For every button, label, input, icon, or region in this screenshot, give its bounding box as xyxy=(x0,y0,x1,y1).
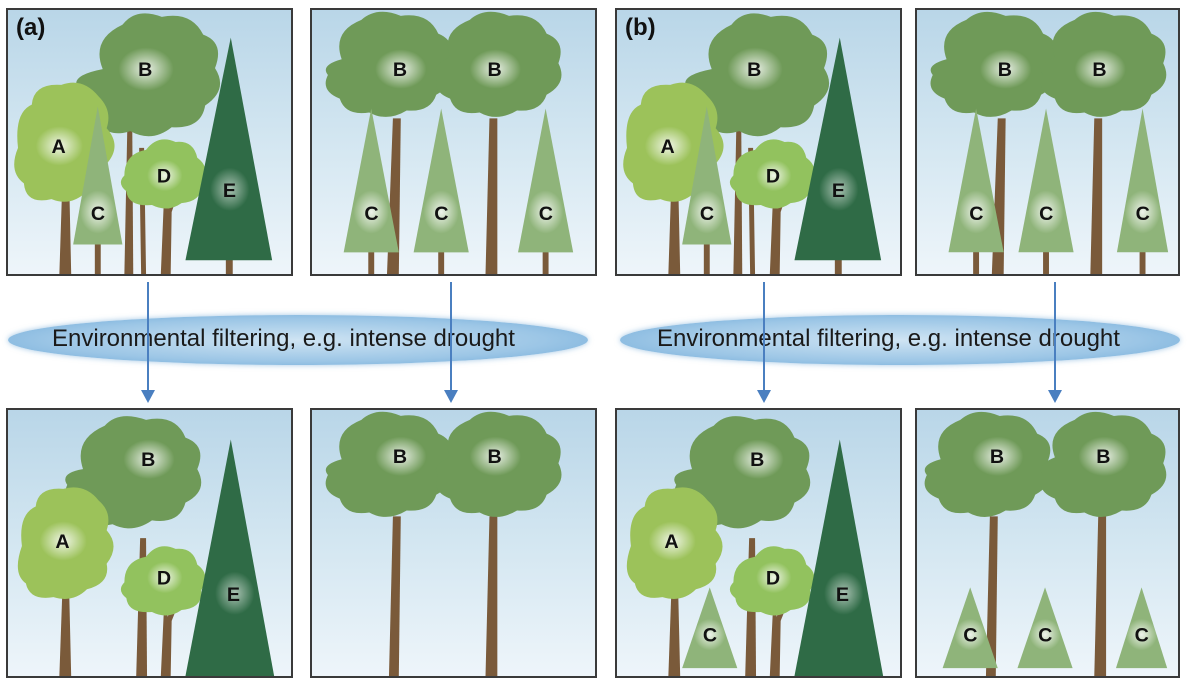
tree-b: B xyxy=(76,13,221,274)
filter-caption-b: Environmental filtering, e.g. intense dr… xyxy=(657,325,1120,352)
tree-c: C xyxy=(942,587,998,669)
species-label: A xyxy=(660,136,674,158)
tree-c: C xyxy=(413,108,469,274)
panel-b-after-similar: B B C C C xyxy=(915,408,1180,678)
species-label: C xyxy=(91,203,105,225)
arrow-down xyxy=(754,282,774,404)
species-label: B xyxy=(1092,59,1106,81)
panel-a-before-similar: B B C C C xyxy=(310,8,597,276)
species-label: C xyxy=(700,203,714,225)
species-label: D xyxy=(766,567,780,589)
tree-c: C xyxy=(1018,108,1074,274)
species-label: B xyxy=(487,59,501,81)
species-label: D xyxy=(157,567,171,589)
species-label: C xyxy=(969,203,983,225)
tree-c: C xyxy=(343,108,399,274)
tree-c: C xyxy=(73,106,123,274)
tree-e: E xyxy=(185,439,275,676)
panel-b-after-diverse: B A C D E xyxy=(615,408,902,678)
panel-label-a: (a) xyxy=(16,14,46,41)
tree-c: C xyxy=(682,587,738,669)
species-label: B xyxy=(990,446,1004,468)
tree-b: B xyxy=(325,411,452,676)
panel-a-before-diverse: (a) B A C D xyxy=(6,8,293,276)
species-label: B xyxy=(487,446,501,468)
species-label: A xyxy=(55,531,69,553)
species-label: C xyxy=(963,624,977,646)
filter-caption-a: Environmental filtering, e.g. intense dr… xyxy=(52,325,515,352)
tree-b: B xyxy=(1040,11,1167,274)
filter-banner-a xyxy=(8,315,588,365)
species-label: C xyxy=(364,203,378,225)
species-label: C xyxy=(434,203,448,225)
panel-b-before-similar: B B C C C xyxy=(915,8,1180,276)
species-label: C xyxy=(703,625,717,647)
species-label: E xyxy=(227,584,240,606)
tree-d: D xyxy=(729,546,815,676)
tree-c: C xyxy=(1017,587,1073,669)
tree-a: A xyxy=(626,487,723,676)
tree-b: B xyxy=(435,11,562,274)
tree-d: D xyxy=(120,139,206,274)
tree-c: C xyxy=(682,106,732,274)
arrow-down xyxy=(1045,282,1065,404)
species-label: B xyxy=(138,59,152,81)
species-label: C xyxy=(1136,203,1150,225)
tree-b: B xyxy=(325,11,452,274)
arrow-down xyxy=(138,282,158,404)
tree-c: C xyxy=(518,108,574,274)
tree-c: C xyxy=(1116,108,1169,274)
panel-a-after-diverse: B A D E xyxy=(6,408,293,678)
species-label: B xyxy=(1096,446,1110,468)
tree-d: D xyxy=(120,546,206,676)
tree-a: A xyxy=(17,487,114,676)
tree-b: B xyxy=(674,416,811,676)
species-label: E xyxy=(223,180,236,202)
species-label: D xyxy=(766,165,780,187)
panel-a-after-similar: B B xyxy=(310,408,597,678)
species-label: C xyxy=(1135,624,1149,646)
tree-b: B xyxy=(65,416,202,676)
species-label: A xyxy=(51,136,65,158)
tree-b: B xyxy=(924,411,1051,676)
species-label: B xyxy=(998,59,1012,81)
arrow-down xyxy=(441,282,461,404)
species-label: B xyxy=(393,59,407,81)
tree-e: E xyxy=(794,37,882,274)
tree-c: C xyxy=(948,108,1004,274)
species-label: C xyxy=(1039,203,1053,225)
species-label: B xyxy=(747,59,761,81)
tree-b: B xyxy=(435,411,562,676)
tree-e: E xyxy=(185,37,273,274)
filter-banner-b xyxy=(620,315,1180,365)
tree-c: C xyxy=(1115,587,1168,669)
tree-b: B xyxy=(930,11,1057,274)
species-label: B xyxy=(750,449,764,471)
tree-b: B xyxy=(1040,411,1167,676)
panel-b-before-diverse: (b) B A C D xyxy=(615,8,902,276)
species-label: D xyxy=(157,165,171,187)
species-label: B xyxy=(393,446,407,468)
species-label: E xyxy=(832,180,845,202)
panel-label-b: (b) xyxy=(625,14,656,41)
species-label: C xyxy=(1038,624,1052,646)
species-label: B xyxy=(141,449,155,471)
species-label: E xyxy=(836,584,849,606)
tree-d: D xyxy=(729,139,815,274)
species-label: A xyxy=(664,531,678,553)
species-label: C xyxy=(539,203,553,225)
tree-e: E xyxy=(794,439,884,676)
